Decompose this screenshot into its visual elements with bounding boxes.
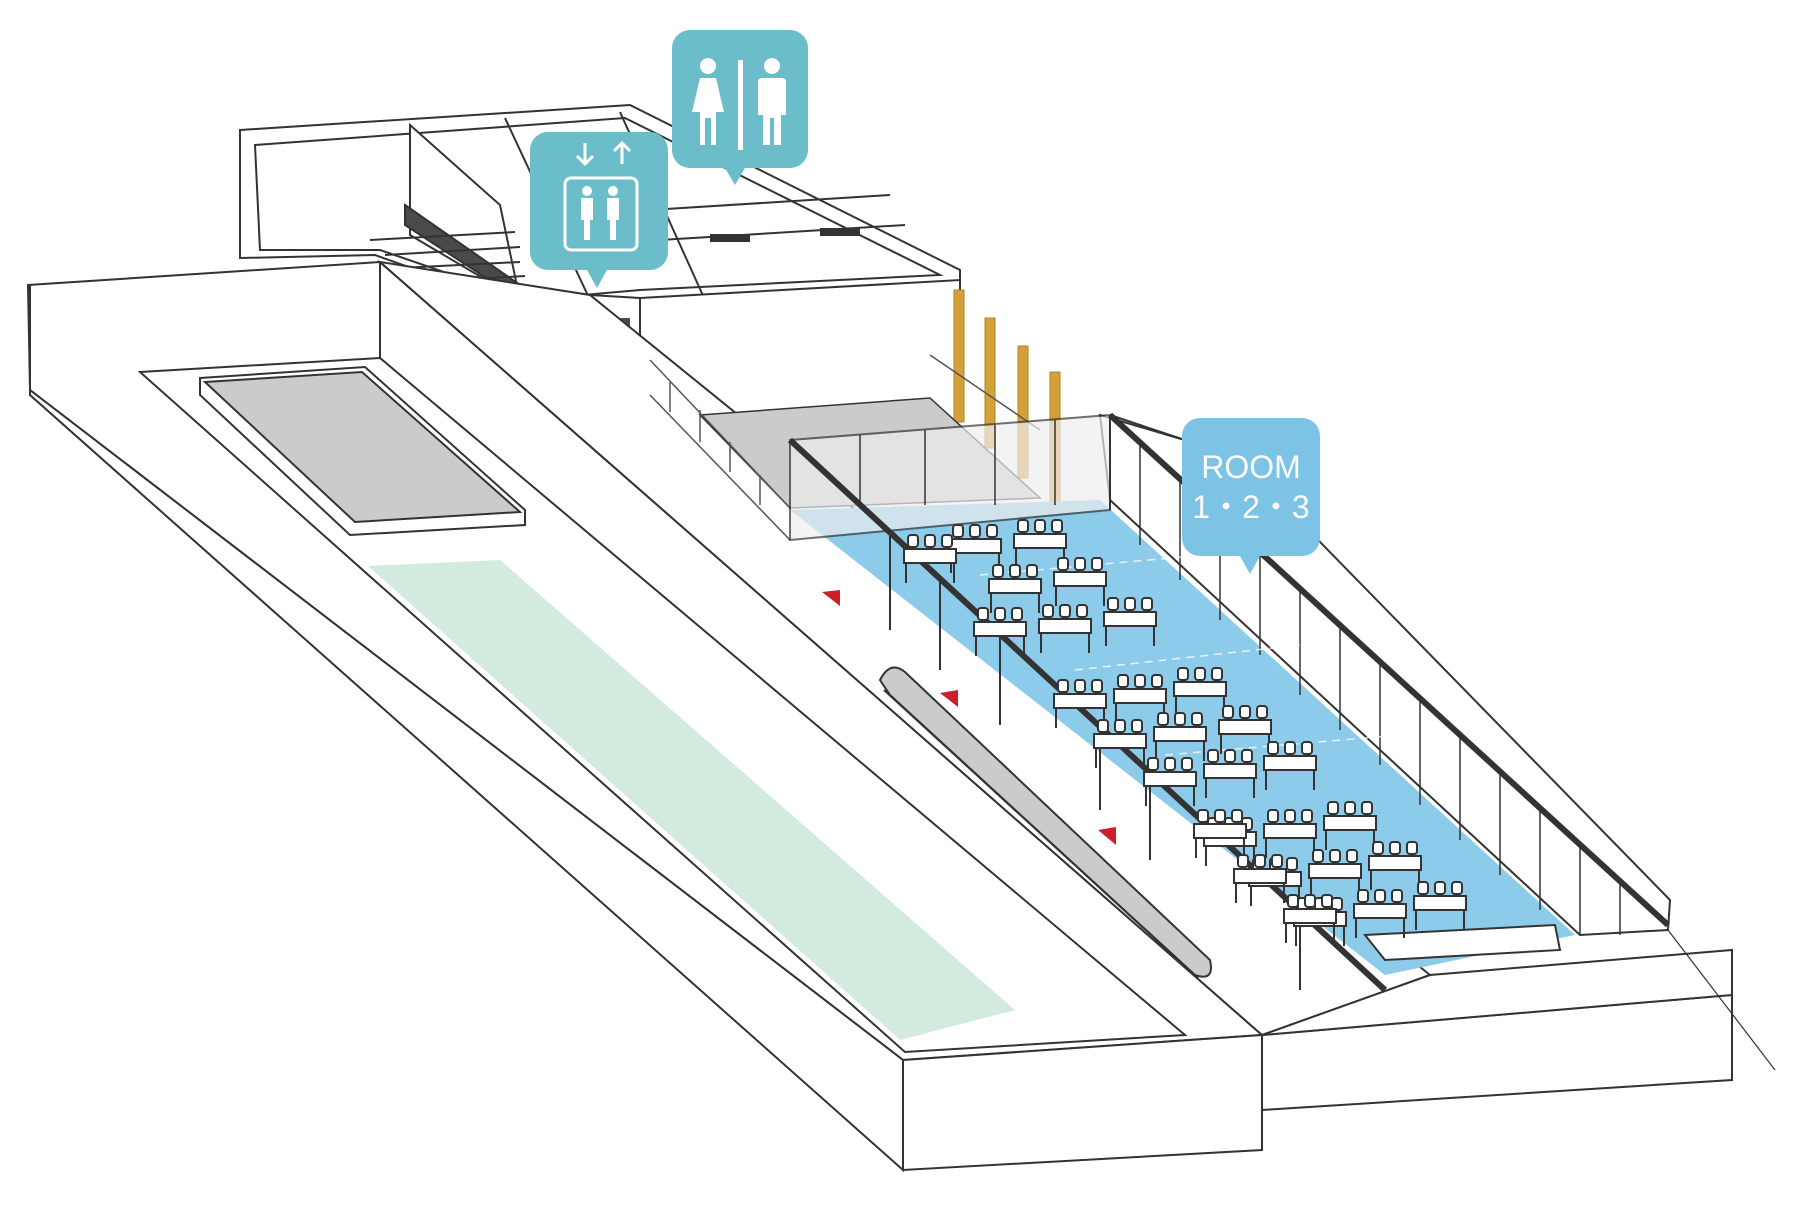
glass-railing <box>649 354 1041 541</box>
entry-marker-3 <box>1098 827 1116 845</box>
corridor <box>376 260 1733 1112</box>
restroom-badge <box>672 30 808 185</box>
green-zone <box>368 560 1015 1040</box>
entry-marker-2 <box>940 690 958 707</box>
elevator-badge <box>530 132 668 288</box>
room-label-line-2: 1・2・3 <box>1192 489 1309 525</box>
gray-platform <box>199 365 526 537</box>
leader-lines <box>1667 929 1776 1071</box>
entry-markers <box>822 590 1116 845</box>
corridor-bench <box>878 666 1212 979</box>
room-label-line-1: ROOM <box>1201 449 1301 485</box>
restroom-icon <box>692 58 786 150</box>
room-badge: ROOM 1・2・3 <box>1182 418 1320 574</box>
elevator-icon <box>563 140 639 252</box>
entry-marker-1 <box>822 590 840 606</box>
